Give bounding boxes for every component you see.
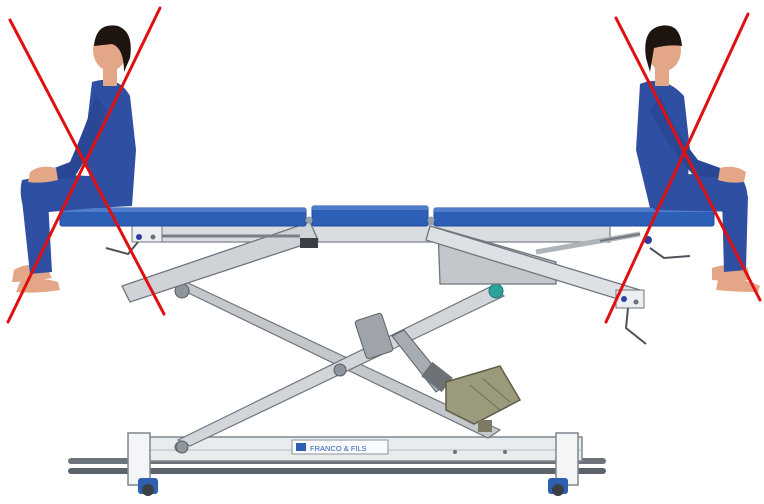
caster-wheel-right <box>548 478 568 496</box>
right-seated-person <box>636 25 760 292</box>
brand-plate <box>291 439 389 455</box>
pivot-joint-center <box>333 363 347 377</box>
table-underframe <box>105 221 691 345</box>
right-person-hand <box>718 166 746 183</box>
brand-logo-icon <box>296 443 306 451</box>
right-person-arm <box>650 96 726 178</box>
base-rail-lower <box>68 468 606 474</box>
right-cross-stroke-a <box>614 16 762 302</box>
center-frame <box>159 223 611 243</box>
right-person-torso <box>636 80 690 208</box>
right-person-foot-front <box>716 278 760 292</box>
left-bracket <box>131 225 163 243</box>
left-person-arm <box>44 96 106 180</box>
left-cross-stroke-a <box>8 18 166 316</box>
caster-wheel-left <box>138 478 158 496</box>
left-seated-person <box>12 25 136 293</box>
left-lever-handle <box>105 241 139 256</box>
left-person-hand <box>28 166 58 183</box>
left-cross-stroke-b <box>6 6 162 324</box>
left-person-hair <box>94 25 131 72</box>
lift-actuator <box>354 312 522 432</box>
right-forbidden-cross <box>604 12 762 324</box>
right-lever-handle <box>624 307 647 345</box>
table-mattress <box>59 205 715 227</box>
actuator-mount <box>354 312 394 360</box>
base-upright-right <box>555 432 579 486</box>
left-forbidden-cross <box>6 6 166 324</box>
right-person-hair <box>645 25 682 72</box>
pivot-joint-upper-right <box>488 283 504 299</box>
brand-label: FRANCO & FILS <box>310 444 367 453</box>
right-cross-stroke-b <box>604 12 750 324</box>
left-person-shin <box>22 200 52 274</box>
base-upright-left <box>127 432 151 486</box>
table-base: FRANCO & FILS <box>68 432 606 496</box>
scissor-lift <box>172 281 506 454</box>
right-person-shin <box>722 196 748 272</box>
actuator-motor <box>445 365 522 425</box>
